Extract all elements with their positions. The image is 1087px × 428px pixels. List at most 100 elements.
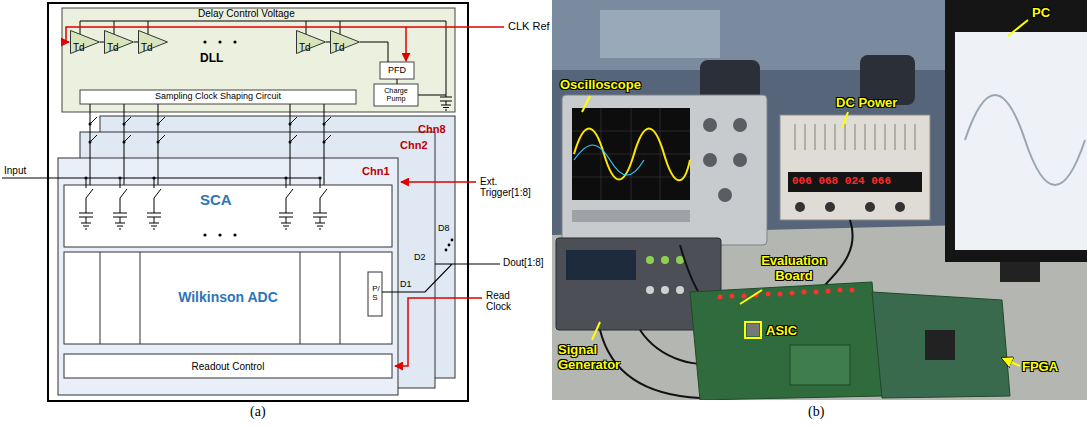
block-label: Readout Control <box>192 361 265 372</box>
label-anchor: FPGA <box>1022 360 1058 375</box>
lab-photo <box>780 115 930 220</box>
block-label: P/S <box>372 285 378 303</box>
label-anchor: Delay Control Voltage <box>198 8 295 19</box>
bus-dots <box>445 239 454 252</box>
signal-name: CLK Ref <box>508 20 550 32</box>
sampling-clock-wires <box>90 104 324 192</box>
label-anchor: Input <box>4 165 26 176</box>
junction-dots <box>118 176 121 179</box>
chip-outline <box>48 3 468 401</box>
junction-dots <box>284 176 287 179</box>
lab-photo <box>795 202 805 212</box>
label-anchor: Signal Generator <box>558 343 628 372</box>
lab-photo <box>747 324 759 336</box>
lab-photo <box>733 118 747 132</box>
connector <box>326 42 330 43</box>
trigger-wire <box>401 181 476 183</box>
lab-photo <box>703 118 717 132</box>
input-wire <box>2 177 320 178</box>
lab-photo <box>733 153 747 167</box>
sampling-cell <box>79 178 93 229</box>
dll-panel <box>62 8 455 112</box>
delay-cell: Td <box>138 30 168 54</box>
bus-dots <box>448 244 451 247</box>
channel-panel-outline <box>58 158 398 395</box>
lab-photo <box>742 294 747 299</box>
lab-photo <box>778 292 783 297</box>
delay-dots <box>203 40 236 43</box>
readout-block: Readout Control <box>64 354 392 378</box>
block-heading: Chn2 <box>400 139 428 151</box>
label-anchor: ASIC <box>766 324 797 339</box>
signal-name: Read Clock <box>486 290 526 312</box>
lab-photo <box>945 0 1087 262</box>
signal-name: Ext. Trigger[1:8] <box>480 176 546 198</box>
panel-label: (a) <box>250 404 266 420</box>
lab-photo <box>826 289 831 294</box>
lab-photo <box>566 250 636 280</box>
block-label: PFD <box>388 66 406 76</box>
callout-label: Oscilloscope <box>560 78 641 93</box>
signal-name: Input <box>4 165 26 176</box>
label-anchor: D2 <box>414 252 426 262</box>
lab-photo <box>745 322 761 338</box>
block-heading: Td <box>333 42 345 53</box>
block-label: Sampling Clock Shaping Circuit <box>155 92 281 102</box>
lab-photo <box>703 153 717 167</box>
block-heading: Td <box>141 42 153 53</box>
lab-photo <box>814 290 819 295</box>
lab-photo <box>646 286 654 294</box>
lab-photo <box>552 0 1087 400</box>
lab-photo <box>965 95 1085 185</box>
label-anchor: PC <box>1032 6 1050 21</box>
connector <box>397 79 398 84</box>
lab-photo <box>850 288 855 293</box>
delay-cell-shape <box>139 31 168 54</box>
delay-dots <box>203 40 206 43</box>
clock-ref-wire <box>66 27 504 42</box>
delay-cell: Td <box>104 30 134 54</box>
label-anchor: Evaluation Board <box>752 254 836 283</box>
sampling-cell <box>113 178 127 229</box>
block-heading: Chn1 <box>362 165 390 177</box>
block-heading: Td <box>107 42 119 53</box>
lab-photo <box>790 345 850 385</box>
block-label: Wilkinson ADC <box>178 290 278 305</box>
lab-photo <box>802 290 807 295</box>
switch-dots <box>157 141 160 144</box>
label-anchor: 006 068 024 066 <box>792 175 891 187</box>
lab-photo <box>572 210 690 222</box>
bus-dots <box>445 249 448 252</box>
lab-photo <box>572 108 690 200</box>
lab-photo <box>646 256 684 264</box>
label-anchor: Ext. Trigger[1:8] <box>480 176 546 198</box>
lab-photo <box>795 124 915 150</box>
lab-photo <box>790 291 795 296</box>
sca-outline <box>64 185 392 247</box>
junction-dots <box>152 176 155 179</box>
signal-name: Dout[1:8] <box>503 257 544 268</box>
lab-photo <box>661 256 669 264</box>
adc-block: Wilkinson ADC P/S <box>64 252 392 344</box>
lab-photo <box>718 288 855 300</box>
sampling-cell <box>147 178 161 229</box>
dll-block: DLLTdTdTdTdTdPFDCharge PumpSampling Cloc… <box>62 8 455 112</box>
lab-photo <box>872 292 1010 398</box>
callout-label: PC <box>1032 6 1050 21</box>
lab-photo <box>955 32 1087 250</box>
switch-dots <box>89 123 326 144</box>
switch-dots <box>289 141 292 144</box>
signal-name: D8 <box>438 223 450 233</box>
junction-dots <box>218 233 221 236</box>
clock-shaping-outline <box>80 90 356 104</box>
lab-photo <box>582 20 1028 366</box>
callout-label: ASIC <box>766 324 797 339</box>
connector <box>360 42 388 62</box>
channel-panel: Chn8 <box>100 116 455 378</box>
signal-name: D2 <box>414 252 426 262</box>
junction-dots <box>233 233 236 236</box>
display-readout: 006 068 024 066 <box>792 175 891 187</box>
label-anchor: DC Power <box>836 96 897 111</box>
sampling-clock-wires <box>90 104 331 192</box>
sampling-cell <box>279 178 293 229</box>
